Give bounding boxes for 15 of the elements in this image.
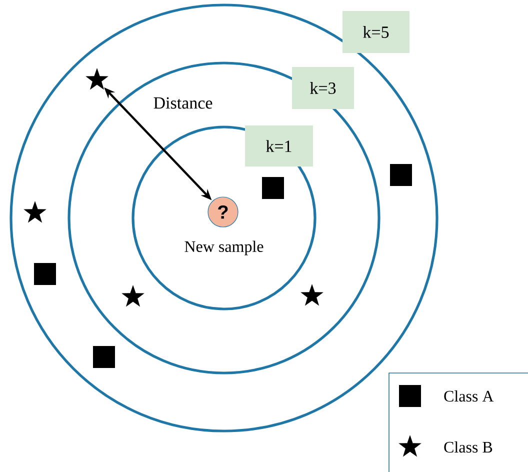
square-marker <box>93 346 115 368</box>
legend-label: Class A <box>444 390 494 402</box>
square-marker <box>262 177 284 199</box>
k-label: k=5 <box>342 11 410 53</box>
edge-label: Distance <box>154 97 212 109</box>
square-marker <box>34 263 56 285</box>
square-marker <box>390 164 412 186</box>
k-label: k=3 <box>292 67 354 109</box>
node-caption: New sample <box>184 240 264 256</box>
star-marker <box>300 284 324 306</box>
star-marker <box>86 68 108 90</box>
k-label: k=1 <box>245 126 313 166</box>
star-marker <box>122 285 144 307</box>
star-marker <box>24 201 46 223</box>
legend-label: Class B <box>444 441 492 453</box>
